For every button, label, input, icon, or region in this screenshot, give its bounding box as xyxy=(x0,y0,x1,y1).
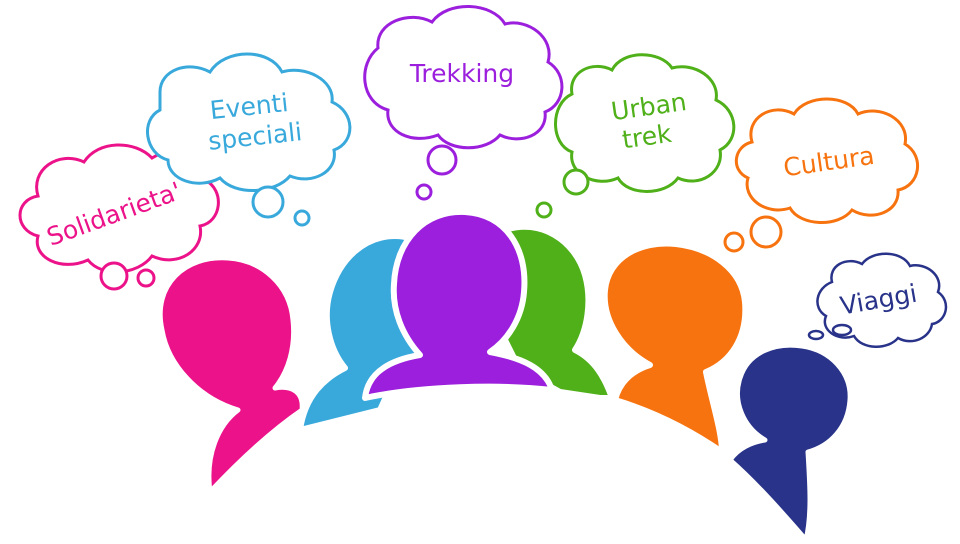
cloud-cultura xyxy=(723,97,920,253)
person-purple xyxy=(362,208,555,401)
thought-bubble-dot xyxy=(535,201,553,219)
person-orange xyxy=(601,240,749,455)
thought-bubble-dot xyxy=(426,144,458,176)
cloud-viaggi xyxy=(807,252,948,348)
thought-bubble-dot xyxy=(136,268,156,288)
thought-bubble-dot xyxy=(415,183,433,201)
cloud-solidarieta xyxy=(18,143,220,291)
cloud-label-trekking: Trekking xyxy=(409,59,514,88)
person-magenta xyxy=(157,255,305,495)
cloud-eventi-speciali xyxy=(146,52,352,227)
thought-bubble-dot xyxy=(749,215,783,249)
person-green xyxy=(497,223,615,401)
thought-bubble-dot xyxy=(831,323,853,337)
cloud-urban-trek xyxy=(535,53,736,219)
thought-bubble-dot xyxy=(251,185,285,219)
cloud-trekking xyxy=(363,5,564,201)
cloud-label-trek: trek xyxy=(620,119,673,155)
person-navy xyxy=(727,342,853,543)
thought-bubble-dot xyxy=(293,209,311,227)
thought-bubble-dot xyxy=(807,329,825,341)
thought-bubble-dot xyxy=(562,168,590,196)
thought-bubble-dot xyxy=(723,231,745,253)
thought-bubble-dot xyxy=(99,261,129,291)
